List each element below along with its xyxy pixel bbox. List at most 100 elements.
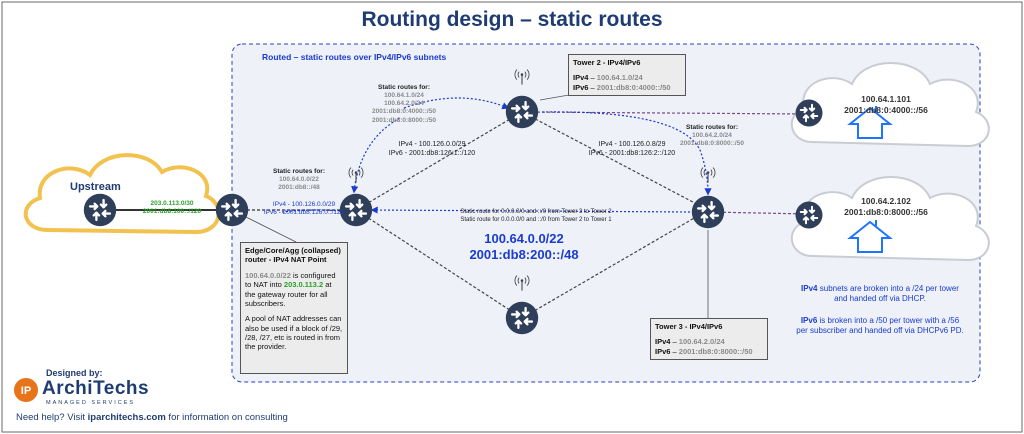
static-route-item: 2001:db8::/48	[278, 184, 320, 192]
tower3-info-box: Tower 3 - IPv4/IPv6 IPv4 – 100.64.2.0/24…	[650, 318, 768, 360]
ipv6-note: IPv6 is broken into a /50 per tower with…	[796, 316, 964, 337]
link-t1-t2-label: IPv4 - 100.126.0.0/29 IPv6 - 2001:db8:12…	[380, 140, 484, 158]
edge-link-ipv6: IPv6 - 2001:db8:126:0::/120	[263, 209, 345, 217]
tower3-box-title: Tower 3 - IPv4/IPv6	[655, 322, 723, 331]
edge-link-ipv4: IPv4 - 100.126.0.0/29	[272, 201, 336, 208]
static-route-item: 100.64.2.0/24	[384, 100, 424, 108]
help-suffix: for information on consulting	[165, 412, 288, 423]
static-default-route: Static route for 0.0.0.0/0 and ::/0 from…	[460, 209, 612, 215]
static-route-item: 2001:db8:0:8000::/50	[680, 140, 744, 148]
region-label: Routed – static routes over IPv4/IPv6 su…	[262, 52, 447, 62]
tower2-router-icon	[504, 94, 540, 130]
logo-mark: IP	[21, 385, 31, 397]
help-prefix: Need help? Visit	[16, 412, 88, 423]
logo-subtitle: MANAGED SERVICES	[46, 400, 136, 406]
note-bold: IPv6	[800, 316, 818, 325]
house-icon	[847, 106, 893, 139]
link-t2-t3-ipv6: IPv6 - 2001:db8:126:2::/120	[588, 150, 676, 158]
page-title: Routing design – static routes	[361, 8, 663, 31]
cloud2-addresses: 100.64.2.102 2001:db8:0:8000::/56	[826, 196, 946, 219]
edge-box-subnet: 100.64.0.0/22	[245, 270, 291, 280]
tower2-box-ipv6: IPv6 – 2001:db8:0:4000::/50	[573, 82, 671, 92]
architechs-logo-icon: IP	[14, 378, 38, 402]
link-t2-t3-label: IPv4 - 100.126.0.8/29 IPv6 - 2001:db8:12…	[580, 140, 684, 158]
tower3-box-ipv6: IPv6 – 2001:db8:0:8000::/50	[655, 346, 753, 356]
ipv4-note: IPv4 subnets are broken into a /24 per t…	[796, 284, 964, 305]
help-link[interactable]: iparchitechs.com	[87, 412, 166, 423]
link-t1-t2-ipv4: IPv4 - 100.126.0.0/29	[398, 141, 466, 148]
static-route-item: 2001:db8:0:8000::/50	[372, 116, 436, 124]
upstream-ipv6: 2001:db8:100::/120	[142, 208, 202, 216]
edge-box-heading: Edge/Core/Agg (collapsed) router - IPv4 …	[245, 246, 341, 265]
upstream-cloud	[23, 153, 221, 235]
ipv4-label: IPv4	[573, 73, 589, 83]
edge-box-text: at the gateway router for all subscriber…	[245, 280, 332, 308]
tower2-tower3-link	[521, 111, 709, 211]
tower3-cloud-link	[707, 211, 809, 215]
note-text: is broken into a /50 per tower with a /5…	[796, 316, 964, 336]
upstream-link-label: 203.0.113.0/30 2001:db8:100::/120	[132, 200, 212, 216]
upstream-router-icon	[82, 192, 118, 228]
tower1-bottom-link	[355, 209, 523, 319]
edge-router-info-box: Edge/Core/Agg (collapsed) router - IPv4 …	[240, 242, 348, 374]
upstream-ipv4: 203.0.113.0/30	[150, 200, 194, 207]
static-routes-heading: Static routes for:	[685, 124, 738, 131]
static-routes-tower1: Static routes for: 100.64.0.0/22 2001:db…	[254, 168, 344, 192]
cloud2-ipv4: 100.64.2.102	[861, 196, 911, 206]
cloud1-addresses: 100.64.1.101 2001:db8:0:4000::/56	[826, 94, 946, 117]
link-t1-t2-ipv6: IPv6 - 2001:db8:126:1::/120	[388, 150, 476, 158]
edge-router-icon	[214, 192, 250, 228]
edge-box-para2: A pool of NAT addresses can also be used…	[245, 314, 343, 352]
static-default-routes: Static route for 0.0.0.0/0 and ::/0 from…	[426, 209, 646, 224]
static-route-item: 2001:db8:0:4000::/50	[372, 108, 436, 116]
aggregate-ipv6: 2001:db8:200::/48	[469, 247, 579, 263]
static-route-arrow	[370, 206, 691, 214]
static-route-item: 100.64.1.0/24	[384, 92, 424, 100]
house-icon	[847, 220, 893, 253]
static-routes-tower2: Static routes for: 100.64.1.0/24 100.64.…	[356, 84, 452, 125]
tower2-info-box: Tower 2 - IPv4/IPv6 IPv4 – 100.64.1.0/24…	[568, 54, 686, 96]
aggregate-prefix: 100.64.0.0/22 2001:db8:200::/48	[446, 231, 602, 264]
ipv4-label: IPv4	[655, 337, 671, 347]
cloud1-ipv6: 2001:db8:0:4000::/56	[844, 105, 928, 116]
note-bold: IPv4	[801, 284, 818, 293]
link-t2-t3-ipv4: IPv4 - 100.126.0.8/29	[598, 141, 666, 148]
edge-link-label: IPv4 - 100.126.0.0/29 IPv6 - 2001:db8:12…	[254, 201, 354, 217]
edge-box-para1: 100.64.0.0/22 is configured to NAT into …	[245, 271, 343, 309]
tower2-box-ipv4: IPv4 – 100.64.1.0/24	[573, 73, 643, 83]
tower4-router-icon	[504, 300, 540, 336]
static-route-item: 100.64.2.0/24	[692, 132, 732, 140]
ipv6-label: IPv6	[573, 82, 589, 92]
tower2-cloud-link	[521, 111, 809, 115]
static-routes-tower3: Static routes for: 100.64.2.0/24 2001:db…	[666, 124, 758, 148]
edge-box-nat: 203.0.113.2	[283, 280, 324, 290]
aggregate-ipv4: 100.64.0.0/22	[484, 231, 564, 246]
designed-by-label: Designed by:	[46, 368, 103, 378]
tower3-box-ipv4: IPv4 – 100.64.2.0/24	[655, 337, 725, 347]
edge-box-text: is configured to NAT into	[245, 270, 336, 290]
upstream-label: Upstream	[70, 181, 121, 193]
static-route-arrow	[403, 97, 510, 110]
static-routes-heading: Static routes for:	[377, 84, 430, 91]
tower2-box-title: Tower 2 - IPv4/IPv6	[573, 58, 641, 67]
tower2-ipv6: 2001:db8:0:4000::/50	[596, 82, 671, 92]
cpe-router-icon	[794, 200, 824, 230]
cloud2-ipv6: 2001:db8:0:8000::/56	[844, 207, 928, 218]
tower3-ipv6: 2001:db8:0:8000::/50	[678, 346, 753, 356]
note-text: subnets are broken into a /24 per tower …	[817, 284, 959, 304]
tower3-ipv4: 100.64.2.0/24	[678, 337, 725, 347]
ipv6-label: IPv6	[655, 346, 671, 356]
static-default-route: Static route for 0.0.0.0/0 and ::/0 from…	[460, 216, 612, 223]
bottom-tower3-link	[521, 209, 709, 319]
tower3-router-icon	[690, 194, 726, 230]
cpe-router-icon	[794, 98, 824, 128]
cloud1-ipv4: 100.64.1.101	[861, 94, 911, 104]
help-text: Need help? Visit iparchitechs.com for in…	[16, 412, 288, 423]
logo-name: ArchiTechs	[42, 378, 150, 399]
static-route-item: 100.64.0.0/22	[279, 176, 319, 184]
tower1-tower2-link	[355, 111, 523, 211]
static-routes-heading: Static routes for:	[272, 168, 325, 175]
tower2-ipv4: 100.64.1.0/24	[596, 73, 643, 83]
